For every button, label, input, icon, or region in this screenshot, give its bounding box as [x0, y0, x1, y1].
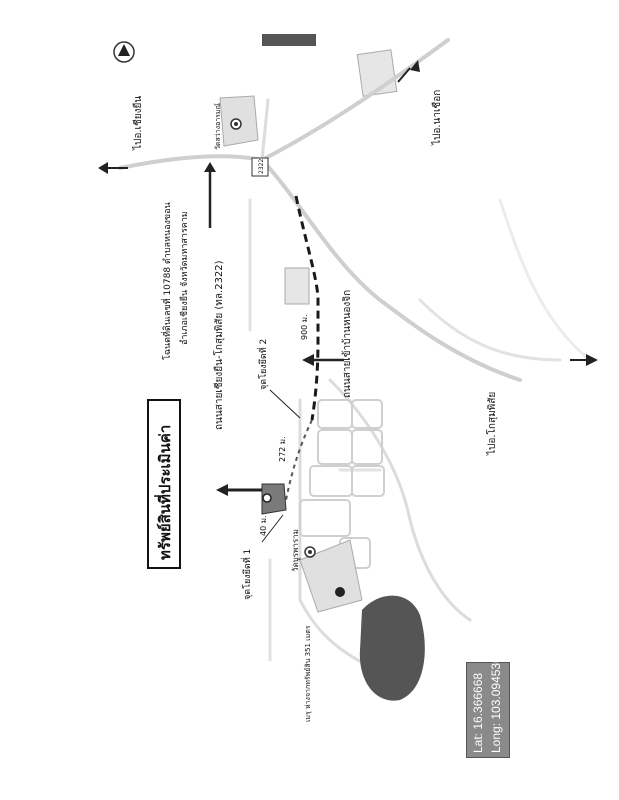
longitude-text: Long: 103.094530: [489, 656, 503, 753]
road-to-na-chueak: [260, 38, 450, 162]
route-shield: [251, 157, 269, 177]
road-to-chiang-yuen: [118, 154, 264, 170]
property-marker-icon: [262, 493, 272, 503]
top-dark-block: [262, 34, 316, 46]
pond-area: [359, 595, 425, 701]
distance-900-label: 900 ม.: [300, 314, 309, 340]
reference-point-1-label: จุดโยงยึดที่ 1: [240, 549, 253, 600]
dashed-route: [294, 195, 320, 421]
road-to-kosum: [418, 298, 562, 362]
main-road-label: ถนนสายเชียงยืน-โกสุมพิสัย (ทล.2322): [212, 260, 225, 430]
road-2322: [260, 158, 522, 382]
distance-351-label: เมรุ ห่างจากทรัพย์สิน 351 เมตร: [304, 625, 312, 722]
temple-icon: [230, 118, 242, 130]
distance-40-label: 40 ม.: [259, 515, 268, 536]
road-east-1: [498, 198, 592, 362]
map-title: ทรัพย์สินที่ประเมินค่า: [154, 425, 174, 560]
temple-2-label: วัดสว่างอารมณ์: [214, 102, 222, 150]
road-lower-loop: [328, 378, 472, 622]
distance-272-label: 272 ม.: [278, 436, 287, 462]
title-note-1: โฉนดที่ดินเลขที่ 10788 ตำบลหนองขอน: [160, 202, 173, 360]
to-na-chueak-label: ไปอ.นาเชือก: [431, 90, 443, 146]
road-branch-north: [260, 98, 270, 162]
title-box: [147, 399, 181, 569]
coordinate-box: Lat: 16.366668 Long: 103.094530: [466, 656, 510, 758]
side-road-label: ถนนสายเข้าบ้านหนองจิก: [341, 290, 353, 398]
to-kosum-phisai-label: ไปอ.โกสุมพิสัย: [485, 392, 498, 456]
temple-1-label: วัดบูรพาราม: [291, 529, 301, 572]
dashed-route-272: [285, 419, 313, 501]
arrows: [98, 60, 598, 543]
building-mid: [284, 267, 310, 305]
reference-point-2-label: จุดโยงยึดที่ 2: [256, 339, 269, 390]
temple-icon: [304, 546, 316, 558]
road-network: [118, 38, 592, 682]
temple-1-ground: [299, 539, 363, 613]
latitude-text: Lat: 16.366668: [471, 672, 485, 753]
crematorium-icon: [335, 587, 345, 597]
route-shield-text: 2322: [258, 159, 265, 174]
property-parcel: [261, 483, 287, 515]
title-note-2: อำเภอเชียงยืน จังหวัดมหาสารคาม: [179, 211, 190, 345]
north-arrow-icon: [113, 41, 135, 63]
to-chiang-yuen-label: ไปอ.เชียงยืน: [132, 96, 144, 151]
